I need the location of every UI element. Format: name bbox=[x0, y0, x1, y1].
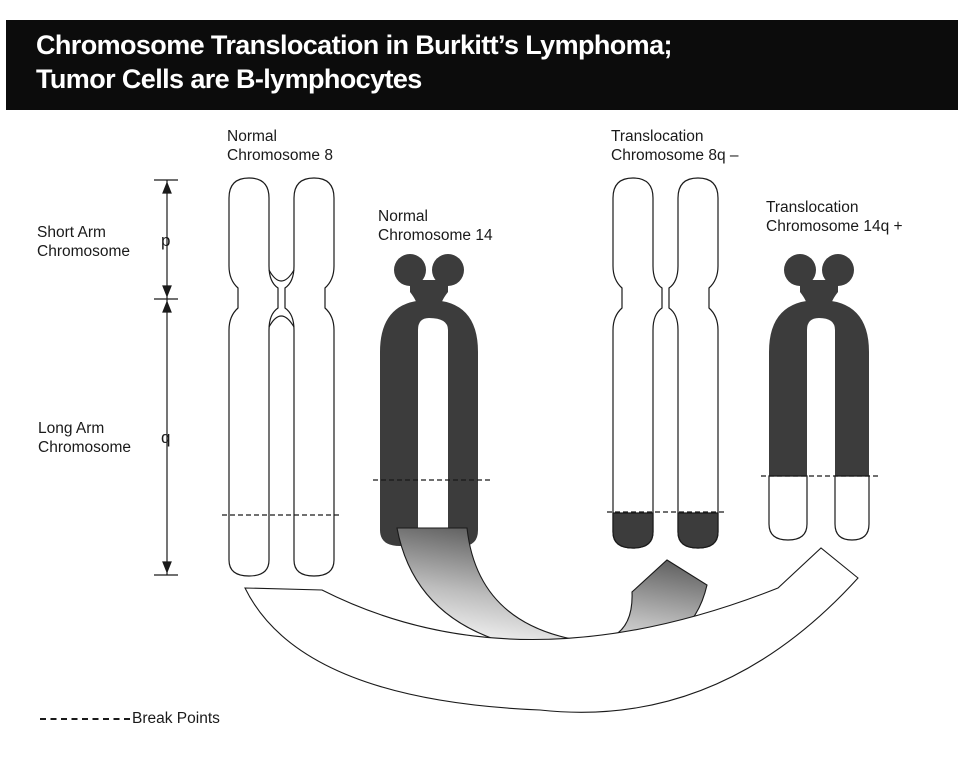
normal-chromosome-8 bbox=[228, 177, 335, 577]
normal-8-label-line-2: Chromosome 8 bbox=[227, 147, 333, 164]
translocation-8-label-line-2: Chromosome 8q – bbox=[611, 147, 739, 164]
translocation-14-label-line-1: Translocation bbox=[766, 199, 859, 216]
short-arm-label: Short Arm Chromosome bbox=[37, 223, 130, 261]
translocation-8-label: Translocation Chromosome 8q – bbox=[611, 127, 739, 165]
long-arm-label: Long Arm Chromosome bbox=[38, 419, 131, 457]
long-arm-label-line-1: Long Arm bbox=[38, 420, 105, 437]
translocation-chromosome-14q-plus bbox=[768, 254, 870, 541]
normal-14-label-line-1: Normal bbox=[378, 208, 428, 225]
break-points-legend-line bbox=[40, 718, 130, 720]
title-line-2: Tumor Cells are B-lymphocytes bbox=[36, 64, 422, 94]
translocation-14-label-line-2: Chromosome 14q + bbox=[766, 218, 903, 235]
short-arm-label-line-1: Short Arm bbox=[37, 224, 106, 241]
normal-chromosome-14 bbox=[380, 254, 478, 546]
translocation-arc-14-to-8 bbox=[396, 527, 708, 656]
break-points-legend-label: Break Points bbox=[132, 710, 220, 727]
translocation-chromosome-8q-minus bbox=[612, 177, 719, 549]
normal-8-label: Normal Chromosome 8 bbox=[227, 127, 333, 165]
legend: Break Points bbox=[40, 710, 220, 728]
arm-measure-bracket bbox=[154, 179, 178, 576]
long-arm-letter: q bbox=[161, 428, 171, 447]
normal-14-label: Normal Chromosome 14 bbox=[378, 207, 493, 245]
normal-8-label-line-1: Normal bbox=[227, 128, 277, 145]
translocation-arc-8-to-14 bbox=[244, 547, 859, 713]
translocation-8-label-line-1: Translocation bbox=[611, 128, 704, 145]
short-arm-label-line-2: Chromosome bbox=[37, 243, 131, 260]
normal-14-label-line-2: Chromosome 14 bbox=[378, 227, 493, 244]
title-bar: Chromosome Translocation in Burkitt’s Ly… bbox=[6, 20, 958, 110]
long-arm-label-line-2: Chromosome bbox=[38, 439, 132, 456]
short-arm-letter: p bbox=[161, 231, 171, 250]
title-line-1: Chromosome Translocation in Burkitt’s Ly… bbox=[36, 30, 672, 60]
translocation-14-label: Translocation Chromosome 14q + bbox=[766, 198, 903, 236]
